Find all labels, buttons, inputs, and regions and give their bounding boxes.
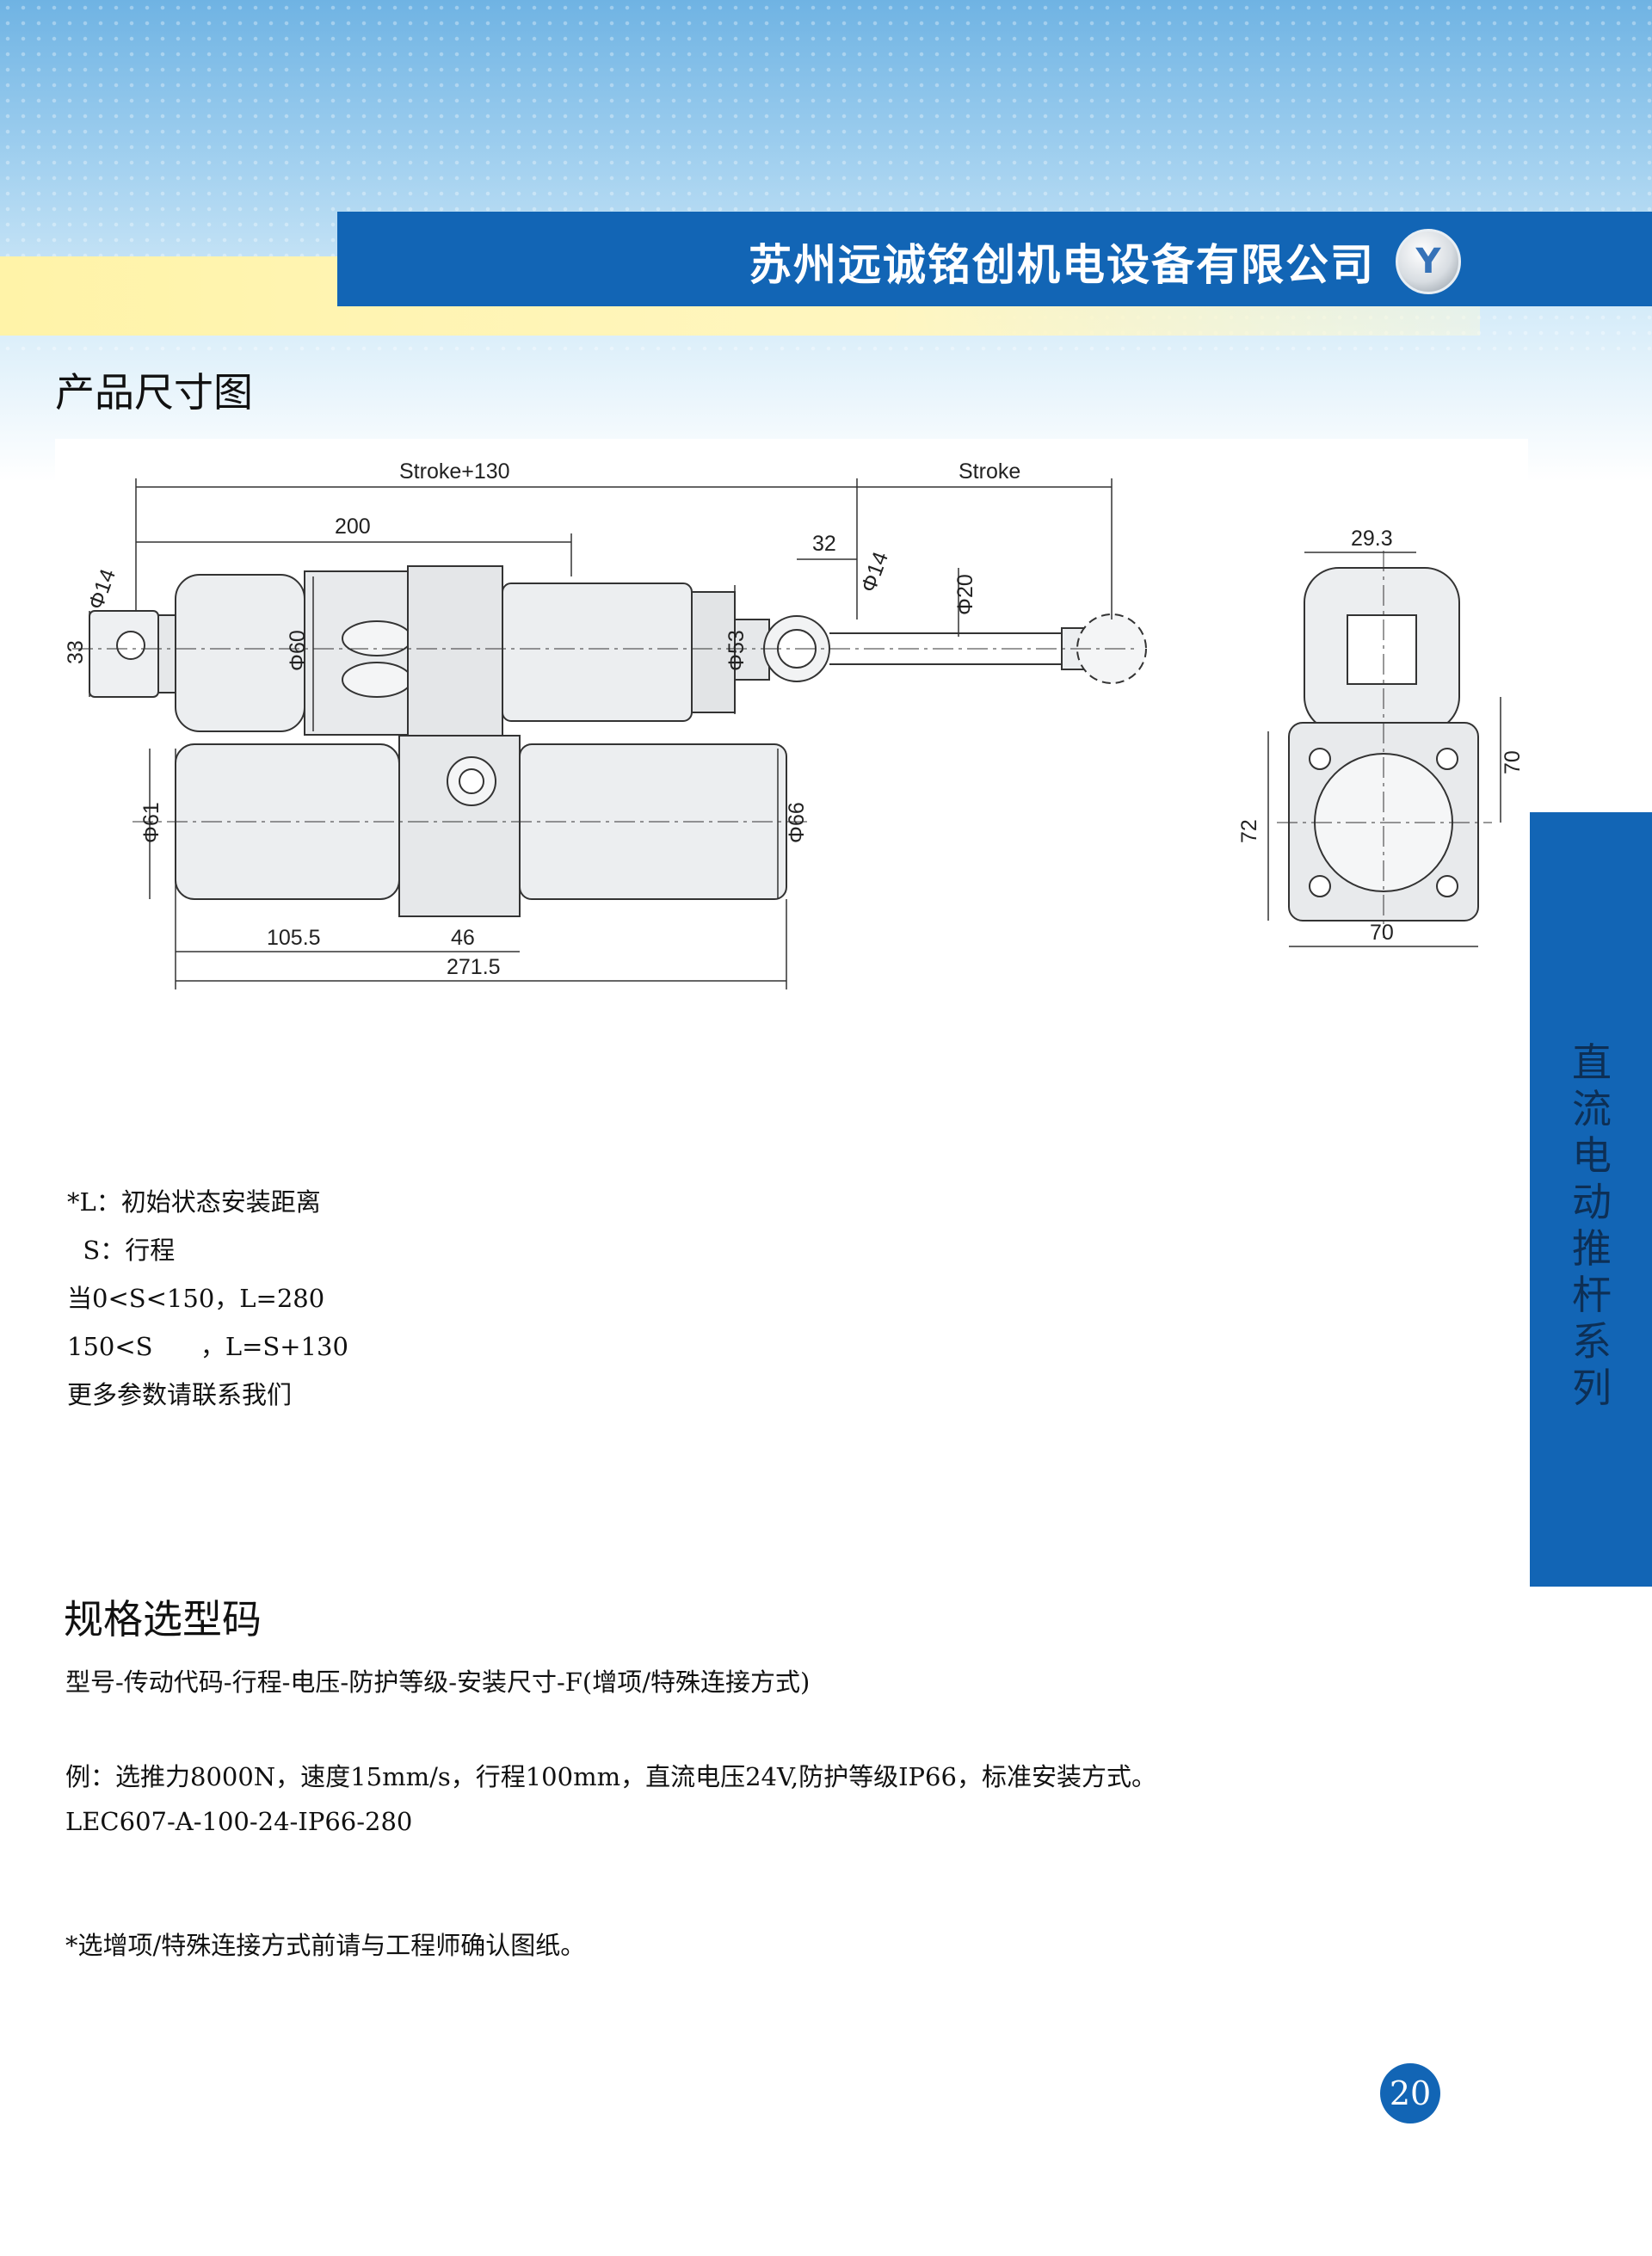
- dim-271-5: 271.5: [447, 955, 501, 979]
- company-logo: Y: [1396, 229, 1461, 294]
- spec-example: 例：选推力8000N，速度15mm/s，行程100mm，直流电压24V,防护等级…: [65, 1762, 1156, 1791]
- dim-70-right: 70: [1501, 750, 1525, 774]
- spec-code: LEC607-A-100-24-IP66-280: [65, 1807, 413, 1836]
- section-title-dimensions: 产品尺寸图: [55, 369, 253, 416]
- actuator-side-view: [1277, 551, 1492, 938]
- dim-29-3: 29.3: [1351, 527, 1393, 551]
- dim-phi14-left: Φ14: [83, 566, 120, 613]
- note-line-2: S：行程: [67, 1236, 176, 1265]
- company-name: 苏州远诚铭创机电设备有限公司: [749, 240, 1375, 290]
- dim-stroke-130: Stroke+130: [399, 459, 510, 484]
- dimension-labels: Stroke+130 Stroke 200 32 Φ14 Φ14 Φ20 33 …: [64, 459, 1525, 979]
- dim-phi53: Φ53: [724, 630, 749, 671]
- dim-72: 72: [1237, 819, 1261, 843]
- spec-format: 型号-传动代码-行程-电压-防护等级-安装尺寸-F(增项/特殊连接方式): [65, 1667, 811, 1697]
- actuator-top-view: [72, 565, 1147, 739]
- dim-32: 32: [812, 532, 836, 556]
- note-line-5: 更多参数请联系我们: [67, 1380, 293, 1409]
- dimension-drawing: Stroke+130 Stroke 200 32 Φ14 Φ14 Φ20 33 …: [64, 459, 1525, 989]
- dim-phi14-right: Φ14: [856, 549, 893, 596]
- dimension-lines: [89, 478, 1501, 989]
- dim-33: 33: [64, 640, 88, 664]
- side-tab: [1530, 812, 1652, 1587]
- note-line-4: 150<S ，L=S+130: [67, 1332, 348, 1361]
- dim-105-5: 105.5: [267, 926, 321, 950]
- page-number: 20: [1380, 2063, 1440, 2123]
- dim-phi60: Φ60: [286, 630, 310, 671]
- logo-letter: Y: [1415, 242, 1441, 281]
- dim-phi20: Φ20: [953, 574, 977, 615]
- dim-200: 200: [335, 515, 371, 539]
- actuator-bottom-view: [133, 735, 812, 917]
- dim-phi66: Φ66: [785, 802, 809, 843]
- side-tab-text: 直流电动推杆系列: [1572, 1039, 1612, 1411]
- dimension-drawing-panel: Stroke+130 Stroke 200 32 Φ14 Φ14 Φ20 33 …: [55, 439, 1528, 1093]
- spec-footnote: *选增项/特殊连接方式前请与工程师确认图纸。: [65, 1931, 586, 1960]
- note-line-1: *L：初始状态安装距离: [67, 1187, 321, 1217]
- note-line-3: 当0<S<150，L=280: [67, 1284, 325, 1313]
- section-title-spec-code: 规格选型码: [64, 1596, 262, 1643]
- dim-70-bottom: 70: [1370, 921, 1394, 945]
- dim-phi61: Φ61: [139, 802, 163, 843]
- dim-46: 46: [451, 926, 475, 950]
- dim-stroke: Stroke: [959, 459, 1020, 484]
